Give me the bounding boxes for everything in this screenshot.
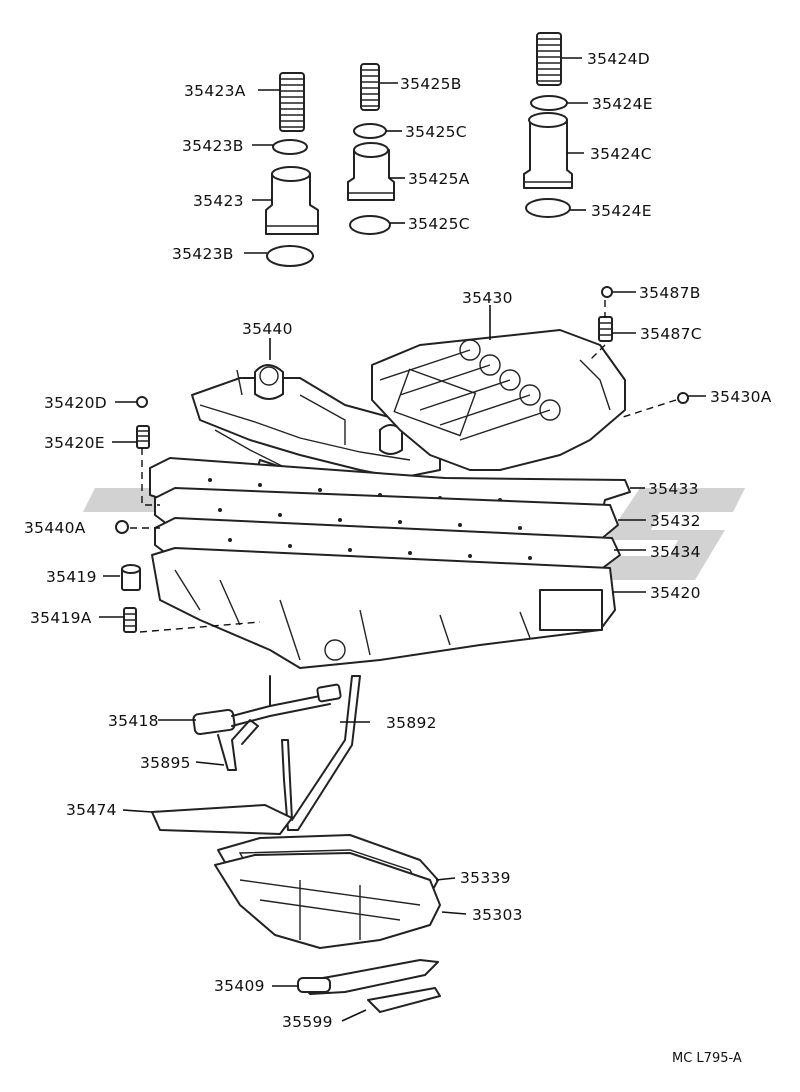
label-35424c[interactable]: 35424C: [590, 145, 652, 163]
label-35425a[interactable]: 35425A: [408, 170, 470, 188]
o-ring-35425c-bottom: [349, 215, 391, 235]
strainer-pipe-35418: [192, 675, 342, 736]
label-35423b-bottom[interactable]: 35423B: [172, 245, 234, 263]
o-ring-35424e-bottom: [525, 198, 571, 218]
spring-35420e: [136, 425, 150, 449]
spring-35425b: [360, 63, 380, 111]
label-35303[interactable]: 35303: [472, 906, 523, 924]
o-ring-35424e-top: [530, 95, 568, 111]
ball-35440a: [115, 520, 129, 534]
label-35440[interactable]: 35440: [242, 320, 293, 338]
valve-body-35420: [151, 547, 616, 669]
label-35424e-bottom[interactable]: 35424E: [591, 202, 652, 220]
label-35892[interactable]: 35892: [386, 714, 437, 732]
label-35425c-bottom[interactable]: 35425C: [408, 215, 470, 233]
label-35420e[interactable]: 35420E: [44, 434, 105, 452]
label-35419a[interactable]: 35419A: [30, 609, 92, 627]
label-35419[interactable]: 35419: [46, 568, 97, 586]
label-35434[interactable]: 35434: [650, 543, 701, 561]
label-35423[interactable]: 35423: [193, 192, 244, 210]
label-35599[interactable]: 35599: [282, 1013, 333, 1031]
label-35423a[interactable]: 35423A: [184, 82, 246, 100]
sleeve-35424c: [523, 112, 573, 189]
label-35430a[interactable]: 35430A: [710, 388, 772, 406]
valve-body-35430: [371, 329, 626, 471]
strainer-35303: [214, 852, 441, 949]
label-35425b[interactable]: 35425B: [400, 75, 462, 93]
label-35433[interactable]: 35433: [648, 480, 699, 498]
sleeve-35425a: [347, 142, 395, 201]
label-35895[interactable]: 35895: [140, 754, 191, 772]
label-35409[interactable]: 35409: [214, 977, 265, 995]
sleeve-35423: [265, 166, 319, 235]
label-35487c[interactable]: 35487C: [640, 325, 702, 343]
valve-body-35440: [191, 364, 441, 483]
o-ring-35423b-top: [272, 139, 308, 155]
label-35487b[interactable]: 35487B: [639, 284, 701, 302]
reference-code: MC L795-A: [672, 1051, 742, 1066]
label-35425c-top[interactable]: 35425C: [405, 123, 467, 141]
label-35440a[interactable]: 35440A: [24, 519, 86, 537]
alignment-lines: [130, 300, 677, 633]
label-35432[interactable]: 35432: [650, 512, 701, 530]
leader-lines: [99, 57, 706, 1022]
spring-35419a: [123, 607, 137, 633]
label-35418[interactable]: 35418: [108, 712, 159, 730]
label-35474[interactable]: 35474: [66, 801, 117, 819]
label-35424d[interactable]: 35424D: [587, 50, 650, 68]
ball-35487b: [601, 286, 613, 298]
label-35420d[interactable]: 35420D: [44, 394, 107, 412]
label-35430[interactable]: 35430: [462, 289, 513, 307]
pipe-35895: [217, 719, 259, 771]
plate-35599: [367, 987, 441, 1013]
ball-35420d: [136, 396, 148, 408]
label-35339[interactable]: 35339: [460, 869, 511, 887]
bracket-35409: [297, 959, 439, 995]
part-labels: 35423A 35423B 35423 35423B 35425B 35425C…: [24, 50, 772, 1066]
label-35420[interactable]: 35420: [650, 584, 701, 602]
o-ring-35423b-bottom: [266, 245, 314, 267]
spring-35424d: [536, 32, 562, 86]
spring-35423a: [279, 72, 305, 132]
o-ring-35425c-top: [353, 123, 387, 139]
ball-35430a: [677, 392, 689, 404]
spring-35487c: [598, 316, 613, 342]
label-35424e-top[interactable]: 35424E: [592, 95, 653, 113]
label-35423b-top[interactable]: 35423B: [182, 137, 244, 155]
plate-35474: [151, 804, 293, 835]
plug-35419: [121, 564, 141, 591]
